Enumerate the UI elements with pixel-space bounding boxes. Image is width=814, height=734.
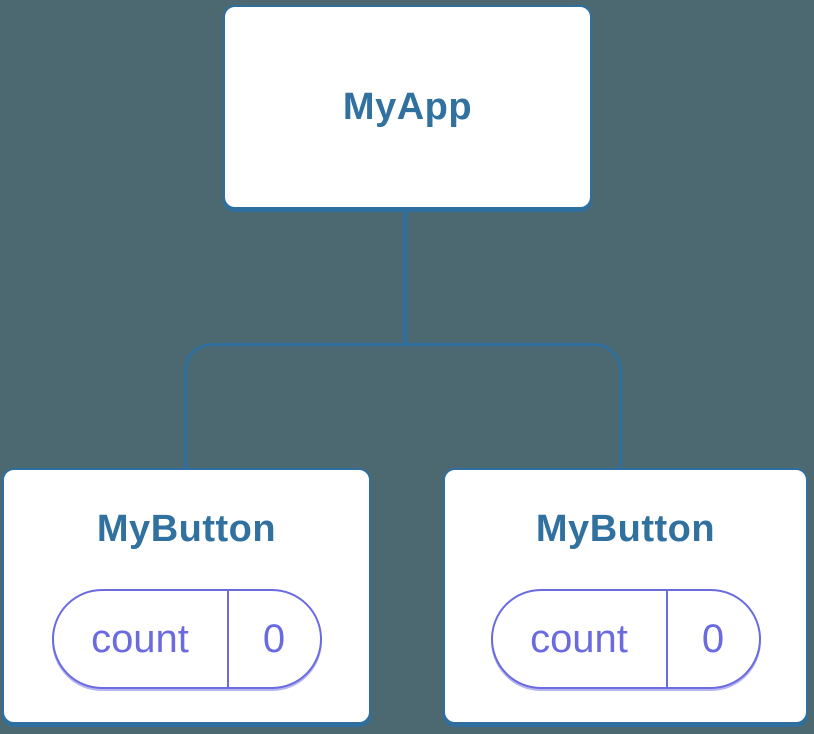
component-node-root: MyApp (223, 5, 592, 209)
state-name-label: count (54, 591, 229, 687)
component-node-child-left: MyButton count 0 (2, 468, 371, 724)
root-node-label: MyApp (342, 85, 473, 128)
connector-bracket (184, 343, 622, 468)
state-name-label: count (493, 591, 668, 687)
state-value-label: 0 (262, 616, 286, 661)
child-node-label: MyButton (535, 508, 716, 550)
state-pill: count 0 (51, 589, 322, 689)
state-value-label: 0 (701, 616, 725, 661)
component-node-child-right: MyButton count 0 (443, 468, 808, 724)
state-pill: count 0 (490, 589, 761, 689)
connector-stem (403, 210, 407, 346)
child-node-label: MyButton (96, 508, 277, 550)
